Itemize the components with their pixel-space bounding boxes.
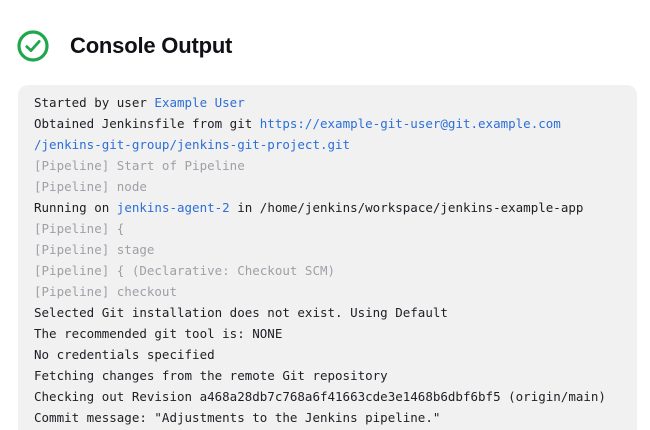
console-line: [Pipeline] { <box>34 218 621 239</box>
console-text: [Pipeline] { <box>34 221 125 236</box>
console-text: Selected Git installation does not exist… <box>34 305 448 320</box>
console-line: [Pipeline] node <box>34 176 621 197</box>
console-text: Started by user <box>34 95 155 110</box>
console-text: The recommended git tool is: NONE <box>34 326 283 341</box>
console-link[interactable]: /jenkins-git-group/jenkins-git-project.g… <box>34 137 351 152</box>
console-text: No credentials specified <box>34 347 215 362</box>
console-line: Checking out Revision a468a28db7c768a6f4… <box>34 386 621 407</box>
console-link[interactable]: jenkins-agent-2 <box>116 200 230 215</box>
console-line: No credentials specified <box>34 344 621 365</box>
console-line: [Pipeline] stage <box>34 239 621 260</box>
console-line: Running on jenkins-agent-2 in /home/jenk… <box>34 197 621 218</box>
console-text: Checking out Revision a468a28db7c768a6f4… <box>34 389 606 404</box>
console-link[interactable]: https://example-git-user@git.example.com <box>259 116 561 131</box>
success-check-icon <box>17 30 49 62</box>
console-text: [Pipeline] node <box>34 179 147 194</box>
console-text: [Pipeline] checkout <box>34 284 177 299</box>
console-line: [Pipeline] checkout <box>34 281 621 302</box>
console-line: Obtained Jenkinsfile from git https://ex… <box>34 113 621 134</box>
console-text: [Pipeline] stage <box>34 242 155 257</box>
console-line: [Pipeline] Start of Pipeline <box>34 155 621 176</box>
console-line: [Pipeline] { (Declarative: Checkout SCM) <box>34 260 621 281</box>
console-text: [Pipeline] Start of Pipeline <box>34 158 245 173</box>
console-link[interactable]: Example User <box>154 95 245 110</box>
console-text: Obtained Jenkinsfile from git <box>34 116 260 131</box>
console-text: Commit message: "Adjustments to the Jenk… <box>34 410 441 425</box>
console-line: /jenkins-git-group/jenkins-git-project.g… <box>34 134 621 155</box>
console-text: [Pipeline] { (Declarative: Checkout SCM) <box>34 263 336 278</box>
page-title: Console Output <box>70 32 233 58</box>
console-text: in /home/jenkins/workspace/jenkins-examp… <box>229 200 584 215</box>
console-line: The recommended git tool is: NONE <box>34 323 621 344</box>
console-text: Running on <box>34 200 117 215</box>
page-header: Console Output <box>17 15 232 76</box>
console-text: Fetching changes from the remote Git rep… <box>34 368 388 383</box>
console-line: Started by user Example User <box>34 92 621 113</box>
console-line: Selected Git installation does not exist… <box>34 302 621 323</box>
console-line: Fetching changes from the remote Git rep… <box>34 365 621 386</box>
console-line: Commit message: "Adjustments to the Jenk… <box>34 407 621 428</box>
